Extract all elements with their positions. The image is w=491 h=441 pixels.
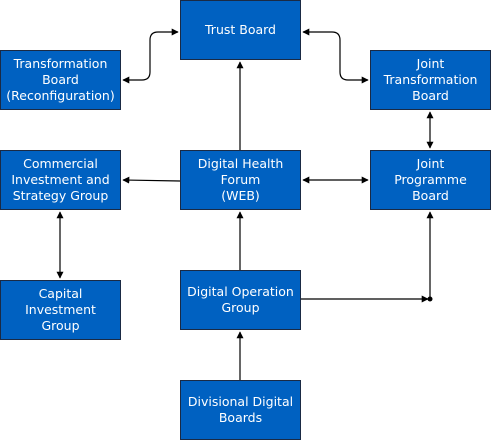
- connector-trust-transformation: [122, 28, 179, 84]
- transformation-board-box: Transformation Board (Reconfiguration): [0, 50, 121, 110]
- connector-forum-commercial: [122, 176, 181, 184]
- connector-trust-joint-transformation: [302, 28, 369, 84]
- digital-operation-group-box: Digital Operation Group: [180, 270, 301, 330]
- joint-programme-board-box: Joint Programme Board: [370, 150, 491, 210]
- commercial-investment-box: Commercial Investment and Strategy Group: [0, 150, 121, 210]
- digital-health-forum-box: Digital Health Forum (WEB): [180, 150, 301, 210]
- divisional-digital-boards-box: Divisional Digital Boards: [180, 380, 301, 440]
- capital-investment-box: Capital Investment Group: [0, 280, 121, 340]
- trust-board-box: Trust Board: [180, 0, 301, 60]
- joint-transformation-board-box: Joint Transformation Board: [370, 50, 491, 110]
